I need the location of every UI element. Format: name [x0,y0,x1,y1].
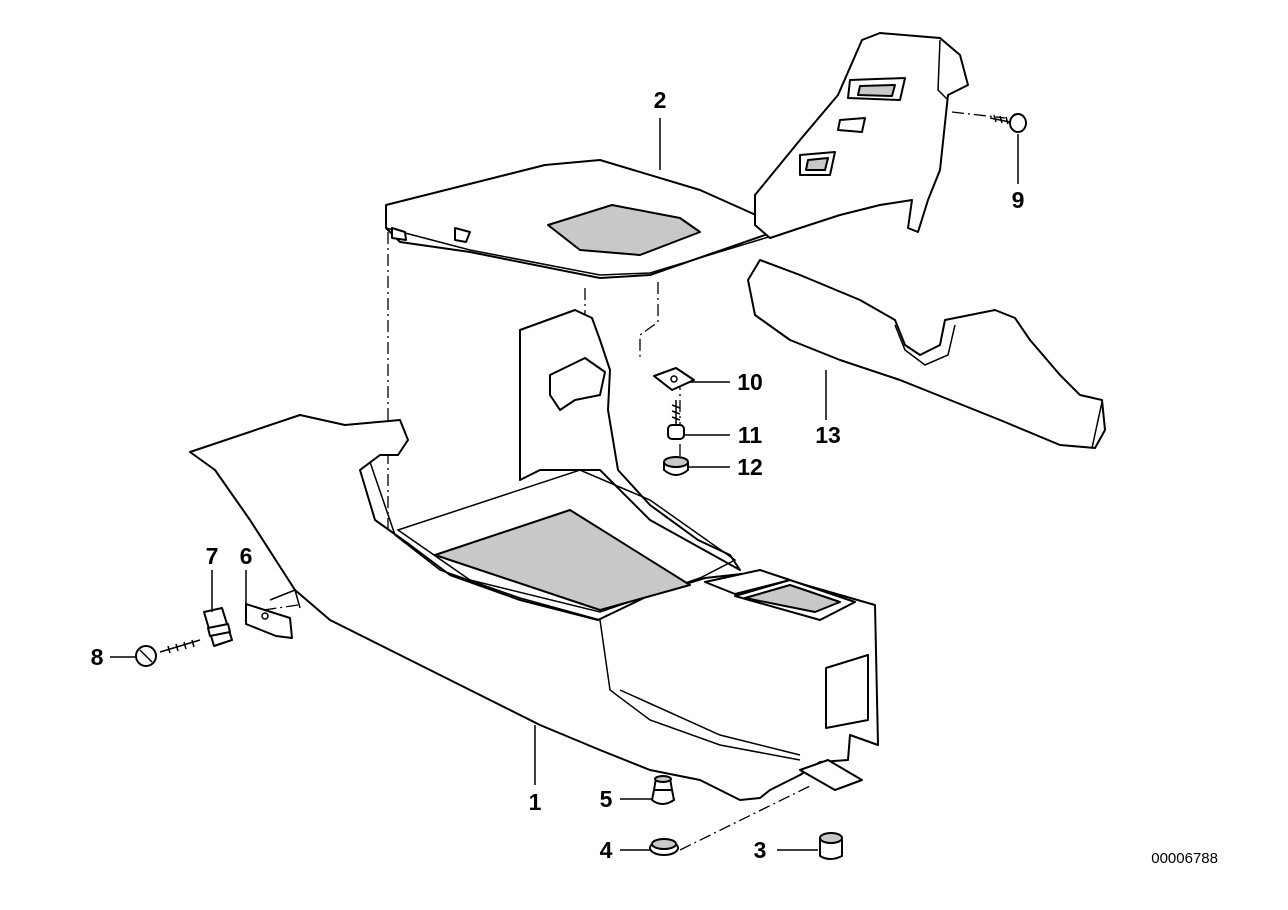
fasteners [135,113,1027,860]
side-trim-panel [747,259,1106,449]
callout-9: 9 [1012,187,1025,213]
callout-2: 2 [654,87,667,113]
callout-10: 10 [737,369,763,395]
callout-6: 6 [240,543,253,569]
callout-11: 11 [738,422,763,448]
callout-13: 13 [815,422,841,448]
screw-8 [135,639,201,667]
bushing-3 [819,832,843,860]
callout-1: 1 [529,789,542,815]
clip-nut-10 [653,367,695,391]
clip-7 [203,607,233,647]
callout-4: 4 [600,837,613,863]
callout-3: 3 [754,837,767,863]
document-id: 00006788 [1151,850,1218,867]
bracket-6 [245,603,293,639]
upper-trim-panel [754,32,969,239]
callout-7: 7 [206,543,219,569]
washer-4 [649,838,679,856]
callout-labels: 1 2 3 4 5 6 7 8 9 10 11 12 13 [91,87,1025,863]
callout-8: 8 [91,644,104,670]
callout-5: 5 [600,786,613,812]
callout-12: 12 [737,454,763,480]
console-lid [385,159,786,279]
washer-12 [663,456,689,476]
center-console-body [189,309,879,801]
screw-11 [667,400,685,440]
screw-9 [989,113,1027,133]
nut-5 [651,775,675,805]
callout-leaders [110,118,1019,851]
